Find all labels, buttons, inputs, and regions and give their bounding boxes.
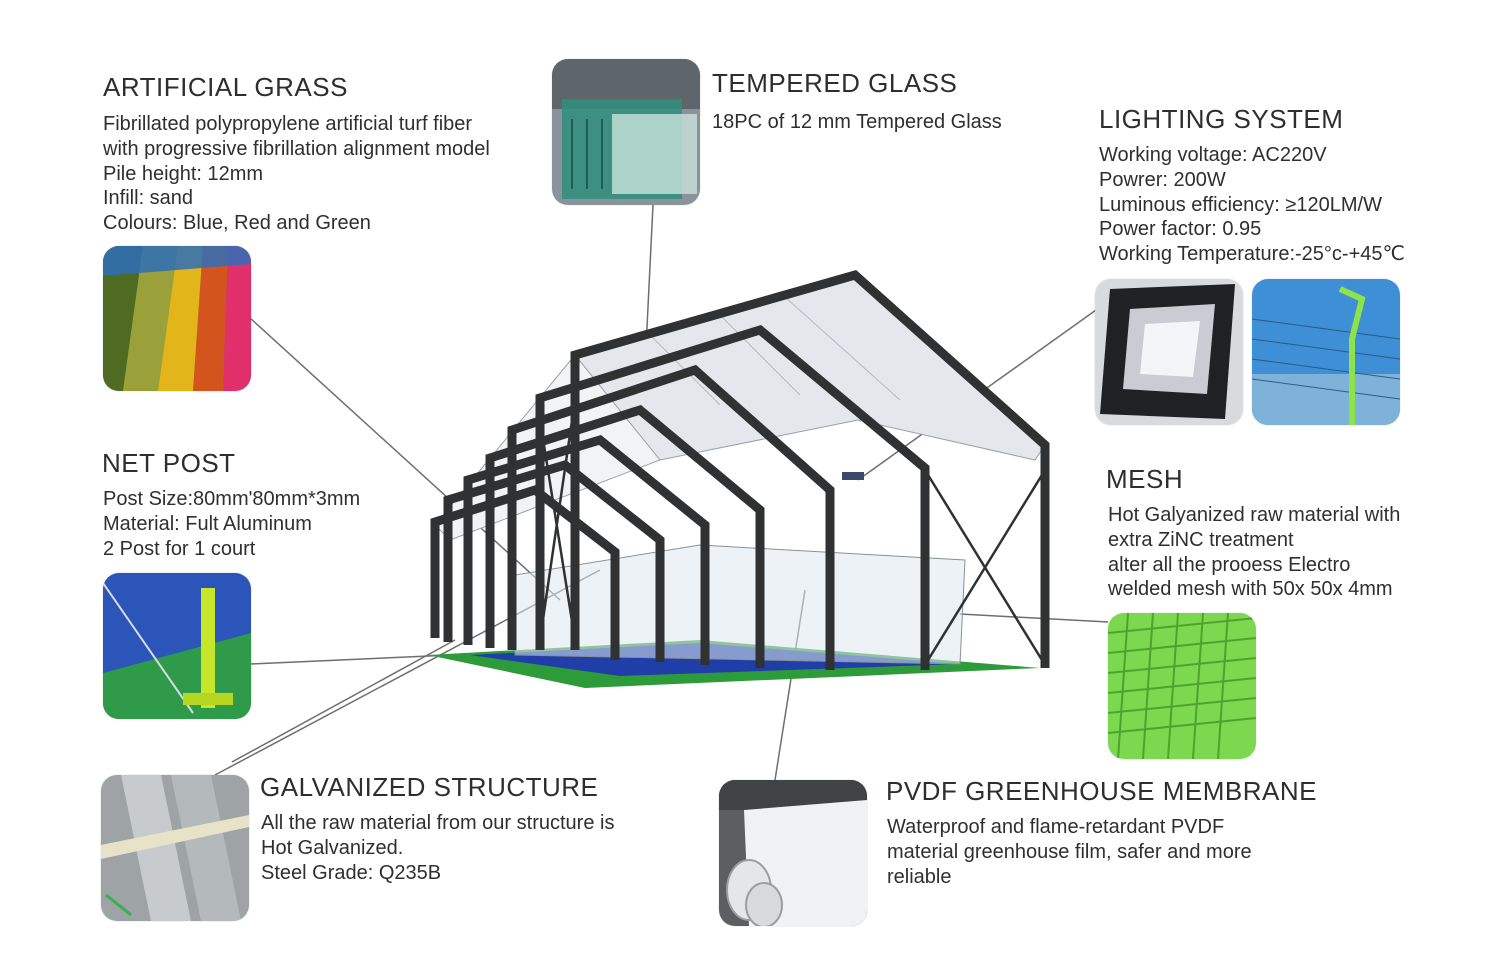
frame-2 [535,324,930,670]
frame-3 [507,364,835,670]
net-post-photo [103,573,251,719]
mesh-line: alter all the prooess Electro [1108,553,1351,576]
lighting-system-line: Luminous efficiency: ≥120LM/W [1099,193,1382,216]
net-post-line: Post Size:80mm'80mm*3mm [103,488,361,510]
mesh-photo [1108,613,1256,759]
lighting-system-line: Powrer: 200W [1099,168,1226,191]
pvdf-membrane-description: Waterproof and flame-retardant PVDF mate… [887,815,1252,889]
pvdf-membrane-photo [719,780,867,926]
floodlight-photo [1095,279,1243,425]
artificial-grass-line: with progressive fibrillation alignment … [103,137,490,160]
lighting-system-line: Working Temperature:-25°c-+45℃ [1099,243,1405,266]
net-post-line: Material: Fult Aluminum [103,512,312,535]
frame-5 [463,435,710,665]
lighting-system-description: Working voltage: AC220V Powrer: 200W Lum… [1099,143,1405,267]
tempered-glass-line: 18PC of 12 mm Tempered Glass [712,111,1002,133]
frame-4 [485,404,765,668]
mesh-title: MESH [1106,464,1184,494]
lighting-system-title: LIGHTING SYSTEM [1099,104,1344,134]
frame-7 [430,484,620,660]
tempered-glass-photo [552,59,700,205]
net-post-line: 2 Post for 1 court [103,537,256,560]
mesh-description: Hot Galyanized raw material with extra Z… [1108,503,1400,602]
pvdf-membrane-title: PVDF GREENHOUSE MEMBRANE [886,776,1317,806]
artificial-grass-description: Fibrillated polypropylene artificial tur… [103,112,490,236]
mesh-line: Hot Galyanized raw material with [1108,504,1401,526]
galvanized-structure-line: All the raw material from our structure … [261,812,615,834]
tempered-glass-title: TEMPERED GLASS [712,68,958,98]
light-fixture [842,472,864,480]
lighting-system-line: Power factor: 0.95 [1099,218,1262,241]
pvdf-membrane-line: material greenhouse film, safer and more [887,840,1252,863]
artificial-grass-photo [103,246,251,391]
artificial-grass-title: ARTIFICIAL GRASS [103,72,348,102]
artificial-grass-line: Colours: Blue, Red and Green [103,212,371,235]
net-post-description: Post Size:80mm'80mm*3mm Material: Fult A… [103,487,360,561]
galvanized-structure-title: GALVANIZED STRUCTURE [260,772,599,802]
tempered-glass-description: 18PC of 12 mm Tempered Glass [712,110,1002,135]
galvanized-structure-description: All the raw material from our structure … [261,811,614,885]
leader-mesh [959,613,1109,623]
artificial-grass-line: Pile height: 12mm [103,162,264,185]
light-pole-photo [1252,279,1400,425]
artificial-grass-line: Fibrillated polypropylene artificial tur… [103,113,473,135]
leader-galvanized-2 [231,639,456,763]
pvdf-membrane-line: Waterproof and flame-retardant PVDF [887,816,1225,838]
frame-1 [570,269,1050,668]
galvanized-steel-photo [101,775,249,921]
mesh-line: welded mesh with 50x 50x 4mm [1108,578,1393,601]
glass-wall [514,544,966,665]
galvanized-structure-line: Hot Galvanized. [261,836,404,859]
pvdf-membrane-line: reliable [887,865,952,888]
artificial-grass-line: Infill: sand [103,187,194,210]
lighting-system-line: Working voltage: AC220V [1099,144,1327,166]
net-post-title: NET POST [102,448,236,478]
galvanized-structure-line: Steel Grade: Q235B [261,861,442,884]
mesh-line: extra ZiNC treatment [1108,528,1294,551]
